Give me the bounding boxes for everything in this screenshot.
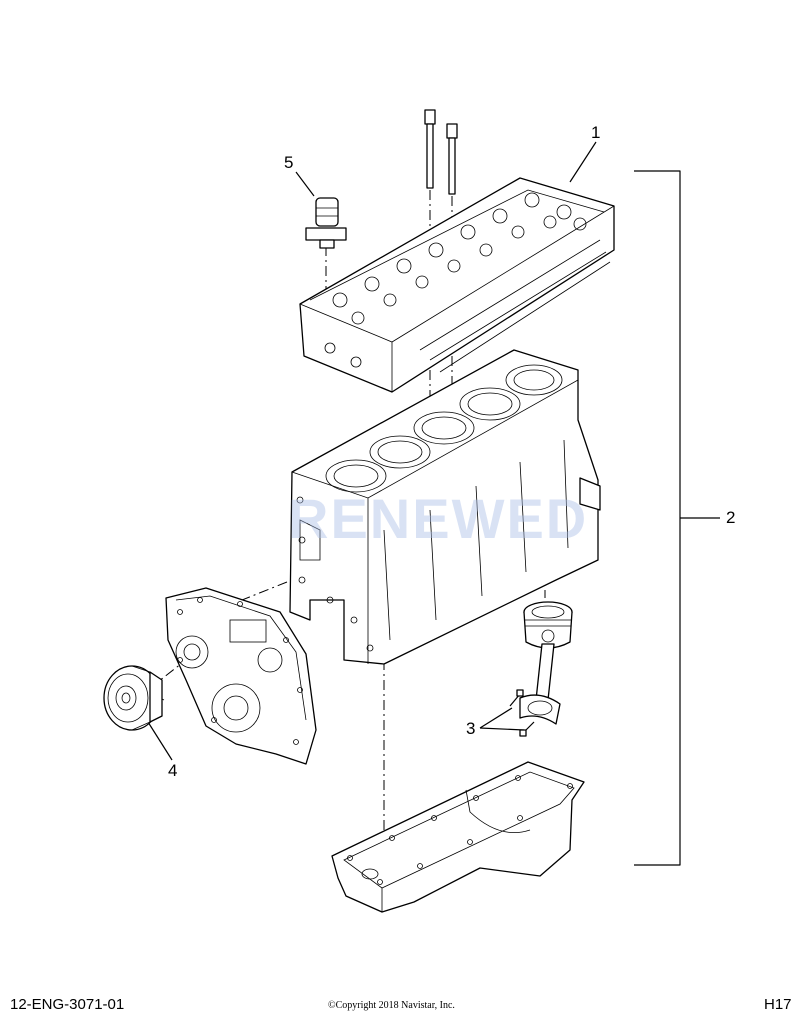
callout-4: 4 xyxy=(168,761,178,780)
cylinder-head xyxy=(299,177,615,393)
callout-5: 5 xyxy=(284,153,294,172)
leader-line-3b xyxy=(479,727,525,731)
oil-pan xyxy=(331,761,585,913)
callout-2: 2 xyxy=(726,508,736,527)
leader-line-5 xyxy=(295,171,315,197)
leader-line-1 xyxy=(569,141,597,183)
head-bolts xyxy=(424,109,458,195)
piston-connecting-rod xyxy=(519,601,573,725)
figure-number: 12-ENG-3071-01 xyxy=(10,996,125,1013)
callout-3: 3 xyxy=(466,719,476,738)
damper-pulley xyxy=(103,665,165,731)
leader-line-3a xyxy=(479,707,513,729)
alignment-line-front-cover xyxy=(221,579,293,609)
page-label: H17 xyxy=(764,996,792,1013)
thermostat-housing xyxy=(305,197,347,249)
engine-block xyxy=(289,349,601,665)
assembly-bracket xyxy=(634,170,720,866)
leader-line-4 xyxy=(147,721,173,761)
watermark: RENEWED xyxy=(288,487,589,550)
rod-bolts xyxy=(509,689,535,737)
copyright-notice: ©Copyright 2018 Navistar, Inc. xyxy=(328,1000,455,1011)
front-cover xyxy=(165,587,317,765)
callout-1: 1 xyxy=(591,123,601,142)
